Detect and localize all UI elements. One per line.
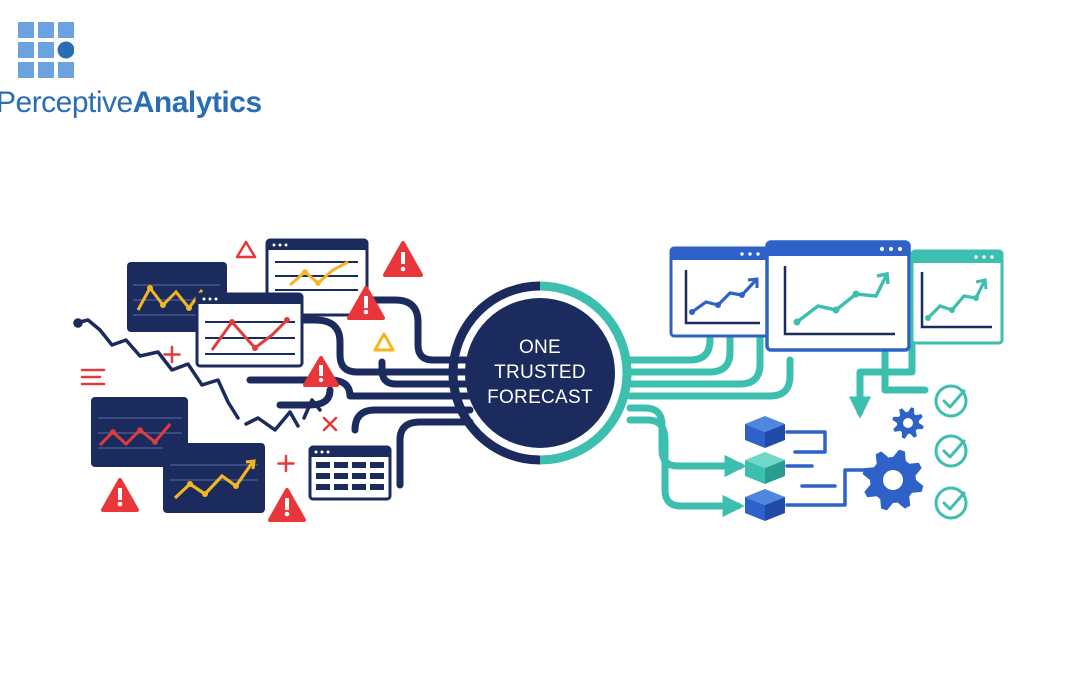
- logo-grid-icon: [18, 22, 74, 78]
- hub-label-line3: FORECAST: [487, 387, 593, 408]
- logo: PerceptiveAnalytics: [0, 14, 270, 119]
- warning-icon: [303, 356, 339, 387]
- plus-icon: [163, 345, 181, 364]
- output-chart-window-2: [765, 240, 911, 352]
- table-icon: [308, 445, 392, 501]
- warning-icon: [383, 241, 423, 277]
- logo-word-analytics: Analytics: [132, 86, 262, 119]
- input-chart-window-e: [163, 443, 265, 513]
- logo-wordmark: PerceptiveAnalytics: [0, 86, 262, 120]
- warning-icon: [347, 286, 385, 320]
- output-chart-window-3: [910, 249, 1004, 345]
- gear-hole: [903, 418, 913, 428]
- gear-hole: [883, 470, 903, 490]
- connector-lines: [785, 430, 872, 507]
- output-chart-window-1: [669, 246, 773, 338]
- lines-icon: [80, 368, 106, 386]
- gear-icon: [892, 407, 924, 439]
- logo-word-perceptive: Perceptive: [0, 86, 133, 119]
- checkmark-icon: [934, 434, 968, 468]
- checkmark-icon: [934, 384, 968, 418]
- warning-outline-icon: [373, 332, 395, 352]
- output-lines: [626, 332, 929, 518]
- gear-icon: [862, 449, 924, 511]
- forecast-hub: ONE TRUSTED FORECAST: [448, 281, 632, 465]
- cross-icon: [322, 416, 338, 432]
- warning-icon: [268, 488, 306, 522]
- warning-outline-icon: [235, 240, 257, 259]
- checkmark-icon: [934, 486, 968, 520]
- input-chart-window-c: [195, 292, 304, 368]
- plus-icon: [277, 454, 295, 473]
- hub-label-line2: TRUSTED: [494, 362, 586, 383]
- broken-line-icon: [73, 318, 322, 432]
- warning-icon: [101, 478, 139, 512]
- database-icon: [745, 416, 785, 521]
- hub-label-line1: ONE: [519, 337, 561, 358]
